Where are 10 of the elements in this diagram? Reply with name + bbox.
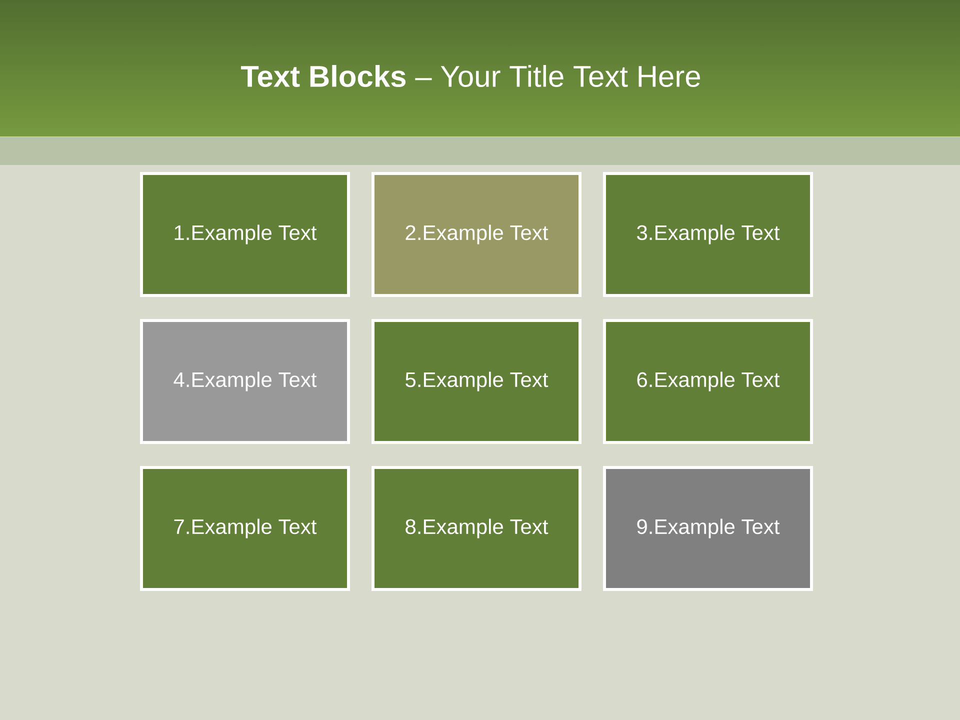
text-block: 5.Example Text xyxy=(372,319,582,444)
title: Text Blocks – Your Title Text Here xyxy=(240,64,700,88)
text-block: 7.Example Text xyxy=(140,466,350,591)
text-block: 3.Example Text xyxy=(603,172,814,297)
text-block: 6.Example Text xyxy=(603,319,814,444)
text-block: 4.Example Text xyxy=(140,319,350,444)
text-block: 8.Example Text xyxy=(372,466,582,591)
text-block: 1.Example Text xyxy=(140,172,350,297)
text-block: 2.Example Text xyxy=(372,172,582,297)
text-block: 9.Example Text xyxy=(603,466,814,591)
